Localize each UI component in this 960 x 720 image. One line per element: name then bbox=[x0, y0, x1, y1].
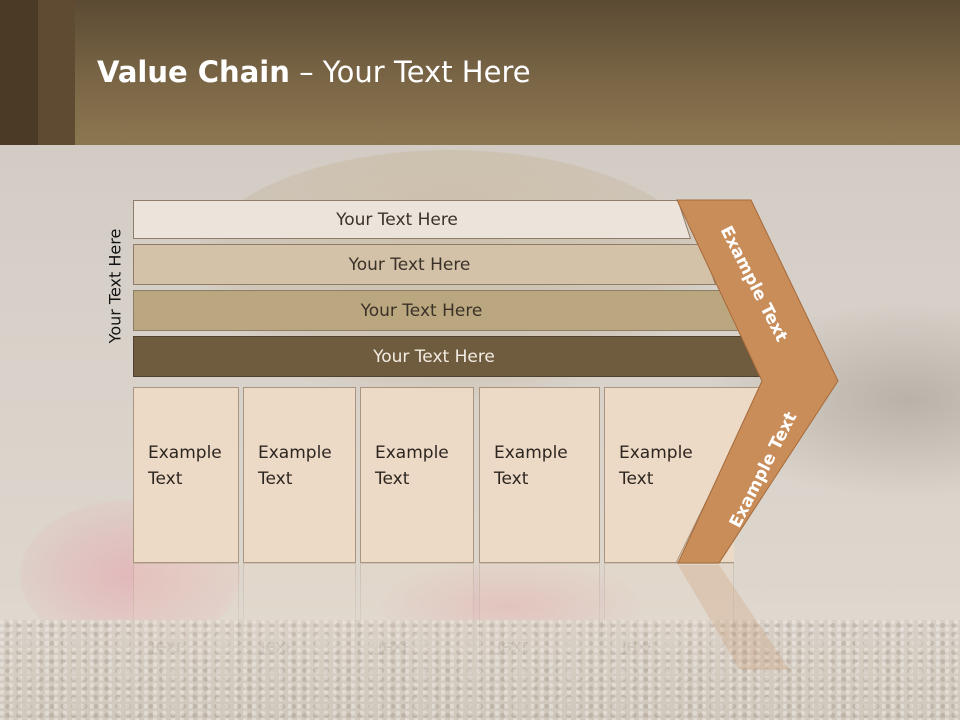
title-bar: Value Chain – Your Text Here bbox=[0, 0, 960, 145]
slide-title-bold: Value Chain bbox=[97, 55, 290, 89]
row-label: Your Text Here bbox=[373, 346, 495, 367]
slide-title-rest: – Your Text Here bbox=[289, 55, 531, 89]
slide-title[interactable]: Value Chain – Your Text Here bbox=[97, 55, 531, 89]
row-bar-4[interactable]: Your Text Here bbox=[133, 336, 766, 377]
card-text-line2: Text bbox=[494, 469, 529, 489]
card-text-line1: Example bbox=[258, 443, 332, 463]
header-accent-strip bbox=[0, 0, 38, 145]
card-text-line2: Text bbox=[619, 469, 654, 489]
row-label: Your Text Here bbox=[348, 254, 471, 275]
row-label: Your Text Here bbox=[360, 300, 483, 321]
card-text-line2: Text bbox=[375, 469, 410, 489]
row-bar-1[interactable]: Your Text Here bbox=[133, 200, 692, 239]
row-bar-3[interactable]: Your Text Here bbox=[133, 290, 741, 331]
row-bar-2[interactable]: Your Text Here bbox=[133, 244, 717, 285]
card-text-line2: Text bbox=[148, 469, 183, 489]
card-text-line1: Example bbox=[619, 443, 693, 463]
side-label-text: Your Text Here bbox=[105, 228, 125, 344]
card-text-line1: Example bbox=[375, 443, 449, 463]
card-text-line1: Example bbox=[148, 443, 222, 463]
row-label: Your Text Here bbox=[336, 209, 458, 230]
card-text-line1: Example bbox=[494, 443, 568, 463]
header-accent-strip bbox=[38, 0, 75, 145]
card-text-line2: Text bbox=[258, 469, 293, 489]
